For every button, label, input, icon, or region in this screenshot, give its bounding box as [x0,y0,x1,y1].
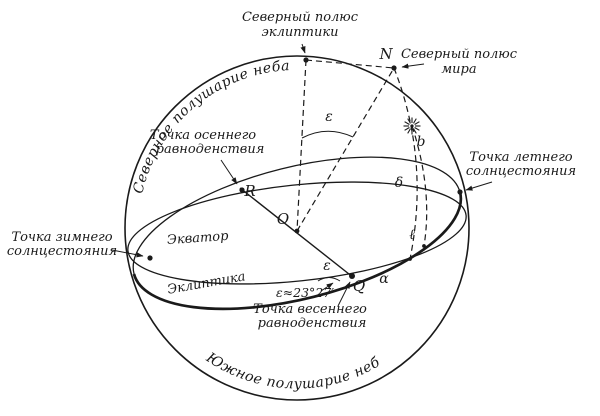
vernal-equinox-label-line2: равноденствия [258,316,367,331]
summer-solstice-dot [457,189,463,195]
north-ecliptic-pole-label-line2: эклиптики [262,25,339,40]
winter-solstice-leader-arrow [111,249,144,258]
longitude-foot-dot [422,244,426,248]
celestial-axis-line [296,67,395,232]
pole-to-pole-line [305,59,395,69]
winter-solstice-label-line1: Точка зимнего [11,230,112,245]
sun-icon [403,117,421,135]
point-R-label: R [243,182,255,200]
point-N-label: N [378,45,393,63]
autumnal-equinox-dot [239,187,245,193]
point-Q-label: Q [353,277,365,295]
latitude-circle-line [411,125,428,247]
autumnal-equinox-leader-arrow [220,159,238,185]
vernal-equinox-leader-arrow [337,281,351,307]
winter-solstice-label-line2: солнцестояния [7,244,117,259]
ecliptic-axis-line [296,59,307,232]
latitude-b-label: b [417,134,426,150]
obliquity-value-label: ε≈23°27′ [276,285,334,300]
north-celestial-pole-label-line2: мира [441,62,476,77]
obliquity-value-leader-arrow [320,282,334,292]
north-celestial-pole-dot [391,65,397,71]
point-O-label: O [277,210,289,228]
ecliptic-front-arc [132,191,463,311]
declination-circle-line [393,67,418,260]
delta-label: δ [395,175,403,191]
summer-solstice-label-line2: солнцестояния [466,164,576,179]
autumnal-equinox-label-line1: Точка осеннего [150,128,256,143]
summer-solstice-label-line1: Точка летнего [469,150,572,165]
center-dot [294,228,300,234]
longitude-l-label: ℓ [409,227,415,243]
alpha-label: α [379,271,389,287]
equator-label: Экватор [167,229,230,248]
ecliptic-label: Эклиптика [166,269,246,297]
north-celestial-pole-label-line1: Северный полюс [401,47,518,62]
equator-circle [127,181,467,285]
declination-foot-dot [408,257,412,261]
summer-solstice-leader-arrow [465,181,493,191]
north-ecliptic-pole-leader-arrow [300,43,306,54]
vernal-equinox-label-line1: Точка весеннего [253,302,367,317]
obliquity-arc-bottom [317,277,341,282]
autumnal-equinox-label-line2: равноденствия [156,142,265,157]
vernal-equinox-dot [349,273,355,279]
north-ecliptic-pole-dot [303,57,309,63]
obliquity-arc-top [301,130,354,139]
epsilon-bottom-label: ε [323,258,331,274]
celestial-sphere-outline [124,55,470,401]
winter-solstice-dot [147,255,153,261]
epsilon-top-label: ε [325,109,333,125]
north-ecliptic-pole-label-line1: Северный полюс [242,10,359,25]
north-celestial-pole-leader-arrow [401,63,425,69]
